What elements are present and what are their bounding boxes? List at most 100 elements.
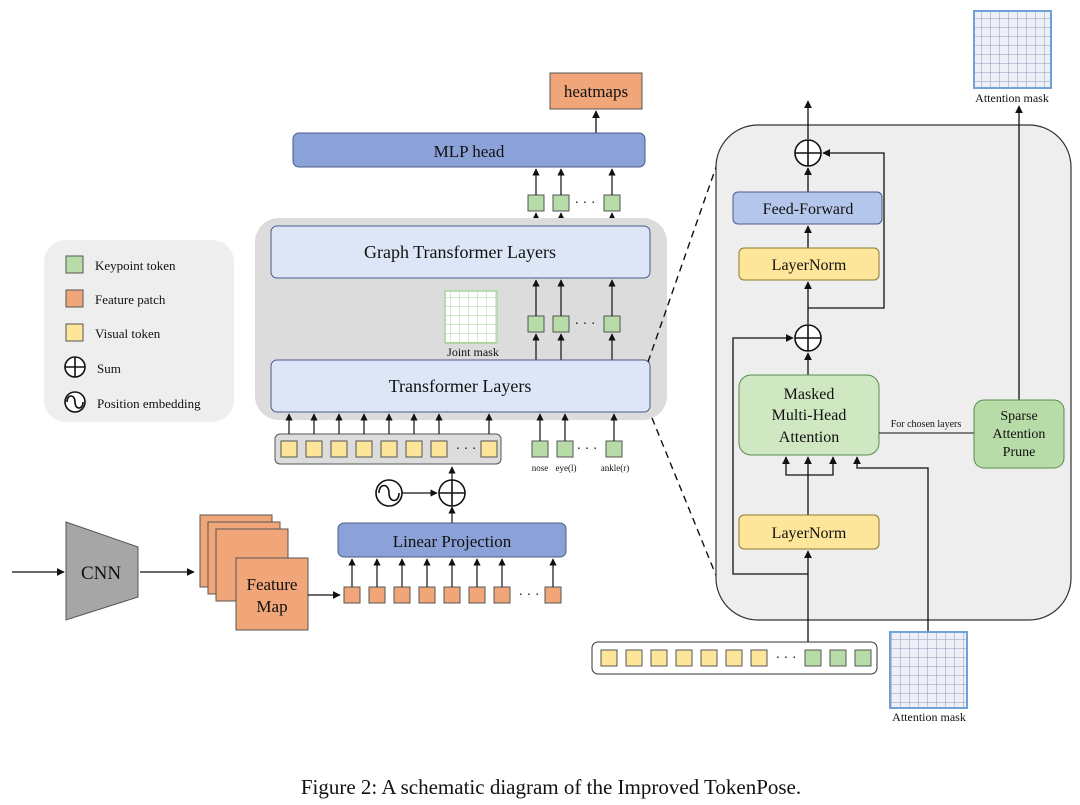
visual-token xyxy=(405,440,423,458)
sum-top-icon xyxy=(794,139,822,167)
input-keypoint-tokens: · · · nose eye(l) ankle(r) xyxy=(531,413,629,473)
feature-patch xyxy=(393,586,411,604)
visual-token xyxy=(750,649,768,667)
legend-background xyxy=(44,240,234,422)
feature-map-label-1: Feature xyxy=(247,575,298,594)
sparse-attention-prune-box xyxy=(973,399,1065,469)
visual-token xyxy=(480,440,498,458)
residual-connection-bottom xyxy=(732,334,808,575)
visual-tokens: · · · xyxy=(280,440,498,458)
legend-feature-patch-swatch xyxy=(65,289,84,308)
heatmaps-label: heatmaps xyxy=(564,82,628,101)
masked-mha-label-3: Attention xyxy=(779,429,839,446)
feature-patch xyxy=(443,586,461,604)
linear-projection-label: Linear Projection xyxy=(393,532,512,551)
visual-token xyxy=(725,649,743,667)
ellipsis: · · · xyxy=(776,651,797,666)
visual-token xyxy=(600,649,618,667)
feature-patch xyxy=(544,586,562,604)
linear-projection-box xyxy=(337,522,567,558)
sum-middle-icon xyxy=(794,324,822,352)
legend-keypoint-swatch xyxy=(65,255,84,274)
layernorm-bottom-box xyxy=(738,514,880,550)
heatmaps-box xyxy=(549,72,643,110)
keypoint-token xyxy=(854,649,872,667)
keypoint-token xyxy=(527,194,545,212)
legend-visual-swatch xyxy=(65,323,84,342)
sparse-attention-prune-label-2: Attention xyxy=(993,427,1046,442)
ellipsis: · · · xyxy=(519,588,540,603)
keypoint-token xyxy=(804,649,822,667)
feature-patches: · · · xyxy=(343,586,562,604)
visual-token xyxy=(380,440,398,458)
eye-label: eye(l) xyxy=(556,463,577,473)
layernorm-top-box xyxy=(738,247,880,281)
visual-token xyxy=(430,440,448,458)
zoom-line-top xyxy=(647,149,723,363)
attention-mask-top-label: Attention mask xyxy=(975,91,1049,105)
legend: Keypoint token Feature patch Visual toke… xyxy=(44,240,234,422)
for-chosen-layers-label: For chosen layers xyxy=(891,419,962,430)
mlp-head-label: MLP head xyxy=(434,142,505,161)
legend-feature-patch-label: Feature patch xyxy=(95,292,166,307)
mlp-head-box xyxy=(292,132,646,168)
figure-caption: Figure 2: A schematic diagram of the Imp… xyxy=(301,775,801,799)
ellipsis: · · · xyxy=(575,196,596,211)
residual-connection-top xyxy=(808,149,885,309)
feature-patch xyxy=(468,586,486,604)
feature-patch xyxy=(343,586,361,604)
feature-patch xyxy=(418,586,436,604)
feature-patch xyxy=(493,586,511,604)
ellipsis: · · · xyxy=(575,317,596,332)
visual-token xyxy=(700,649,718,667)
keypoint-token xyxy=(829,649,847,667)
graph-transformer-layers-label: Graph Transformer Layers xyxy=(364,242,556,262)
sparse-attention-prune-label-3: Prune xyxy=(1003,445,1036,460)
zoom-line-bottom xyxy=(651,417,723,591)
sparse-attention-prune-label-1: Sparse xyxy=(1000,409,1037,424)
legend-position-embedding-label: Position embedding xyxy=(97,396,201,411)
layernorm-bottom-label: LayerNorm xyxy=(772,525,847,542)
ellipsis: · · · xyxy=(577,442,598,457)
feature-map-stack: Feature Map xyxy=(199,514,309,631)
visual-token xyxy=(355,440,373,458)
keypoint-token xyxy=(552,194,570,212)
feature-map-label-2: Map xyxy=(256,597,287,616)
output-keypoint-tokens: · · · xyxy=(527,168,621,225)
feature-patch-arrows xyxy=(348,558,557,587)
graph-transformer-layers-box xyxy=(270,225,651,279)
keypoint-token xyxy=(552,315,570,333)
feed-forward-label: Feed-Forward xyxy=(763,201,854,218)
cnn-block xyxy=(65,521,139,621)
visual-token xyxy=(330,440,348,458)
cnn-label: CNN xyxy=(81,563,121,584)
legend-position-embedding-icon xyxy=(64,391,86,413)
legend-keypoint-label: Keypoint token xyxy=(95,258,176,273)
transformer-layers-box xyxy=(270,359,651,413)
sum-icon xyxy=(438,479,466,507)
masked-mha-label-1: Masked xyxy=(784,386,835,403)
keypoint-token xyxy=(527,315,545,333)
ankle-label: ankle(r) xyxy=(601,463,629,473)
keypoint-token-eye xyxy=(556,440,574,458)
position-embedding-icon xyxy=(375,479,403,507)
legend-visual-label: Visual token xyxy=(95,326,161,341)
layernorm-top-label: LayerNorm xyxy=(772,257,847,274)
masked-mha-label-2: Multi-Head xyxy=(772,407,847,424)
keypoint-token xyxy=(603,194,621,212)
legend-sum-icon xyxy=(64,356,86,378)
visual-token-arrows xyxy=(285,413,493,434)
feature-patch xyxy=(368,586,386,604)
visual-token xyxy=(280,440,298,458)
attention-mask-bottom-label: Attention mask xyxy=(892,710,966,724)
token-sequence: · · · xyxy=(600,649,872,667)
keypoint-token-ankle xyxy=(605,440,623,458)
legend-sum-label: Sum xyxy=(97,361,121,376)
visual-token xyxy=(625,649,643,667)
masked-mha-box xyxy=(738,374,880,456)
keypoint-token-nose xyxy=(531,440,549,458)
transformer-layers-label: Transformer Layers xyxy=(389,376,532,396)
feature-map-front xyxy=(235,557,309,631)
feed-forward-box xyxy=(732,191,883,225)
visual-token xyxy=(650,649,668,667)
